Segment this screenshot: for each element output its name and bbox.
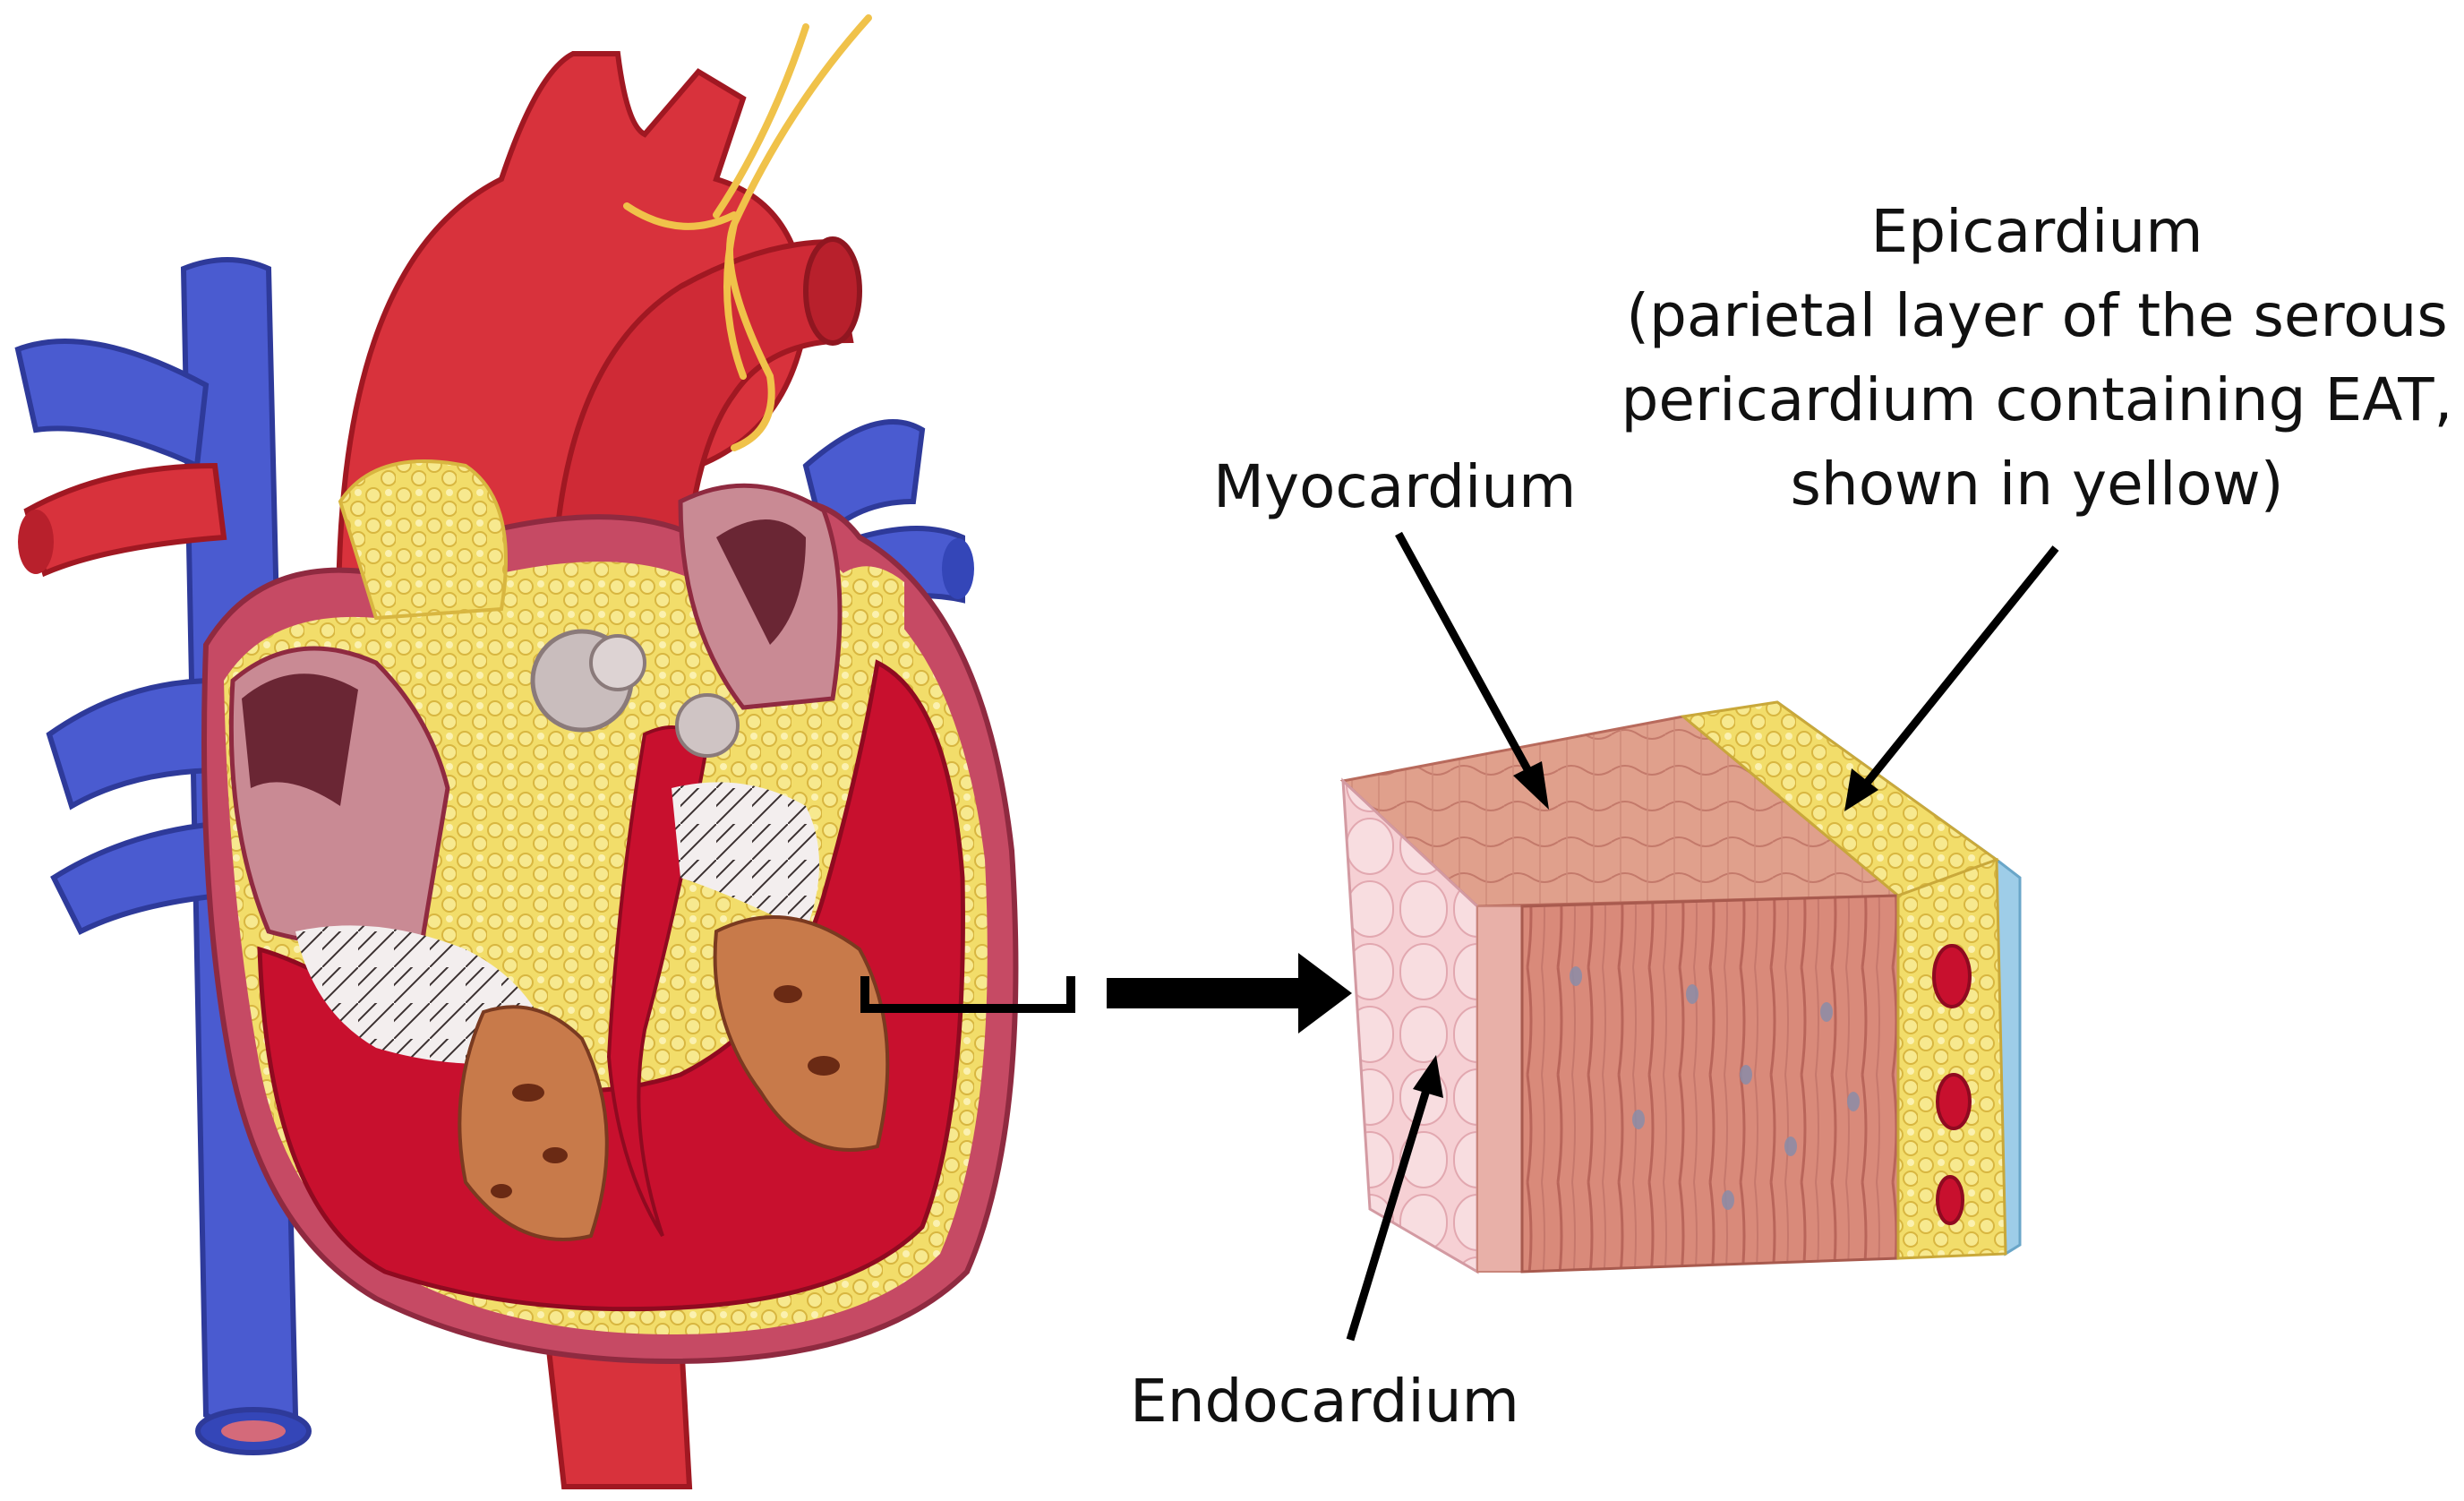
zoom-arrow <box>1107 953 1352 1034</box>
epicardium-desc-line-2: pericardium containing EAT, <box>1621 365 2453 434</box>
wall-bracket <box>860 976 1075 1013</box>
endocardium-pointer <box>1346 1055 1443 1342</box>
myocardium-pointer <box>1395 531 1549 810</box>
heart-illustration <box>14 14 1019 1489</box>
myocardium-front-face <box>1520 894 1900 1274</box>
epicardium-title: Epicardium <box>1870 197 2203 266</box>
endocardium-label: Endocardium <box>1130 1367 1519 1436</box>
epicardium-fat-face <box>1896 857 2007 1260</box>
epicardium-desc-line-1: (parietal layer of the serous <box>1626 281 2448 350</box>
myocardium-label: Myocardium <box>1213 452 1577 521</box>
epicardium-desc-line-3: shown in yellow) <box>1790 450 2284 519</box>
heart-wall-tissue-block <box>1339 700 2022 1274</box>
epicardium-pointer <box>1844 545 2059 811</box>
epicardium-label: Epicardium (parietal layer of the serous… <box>1612 190 2462 527</box>
